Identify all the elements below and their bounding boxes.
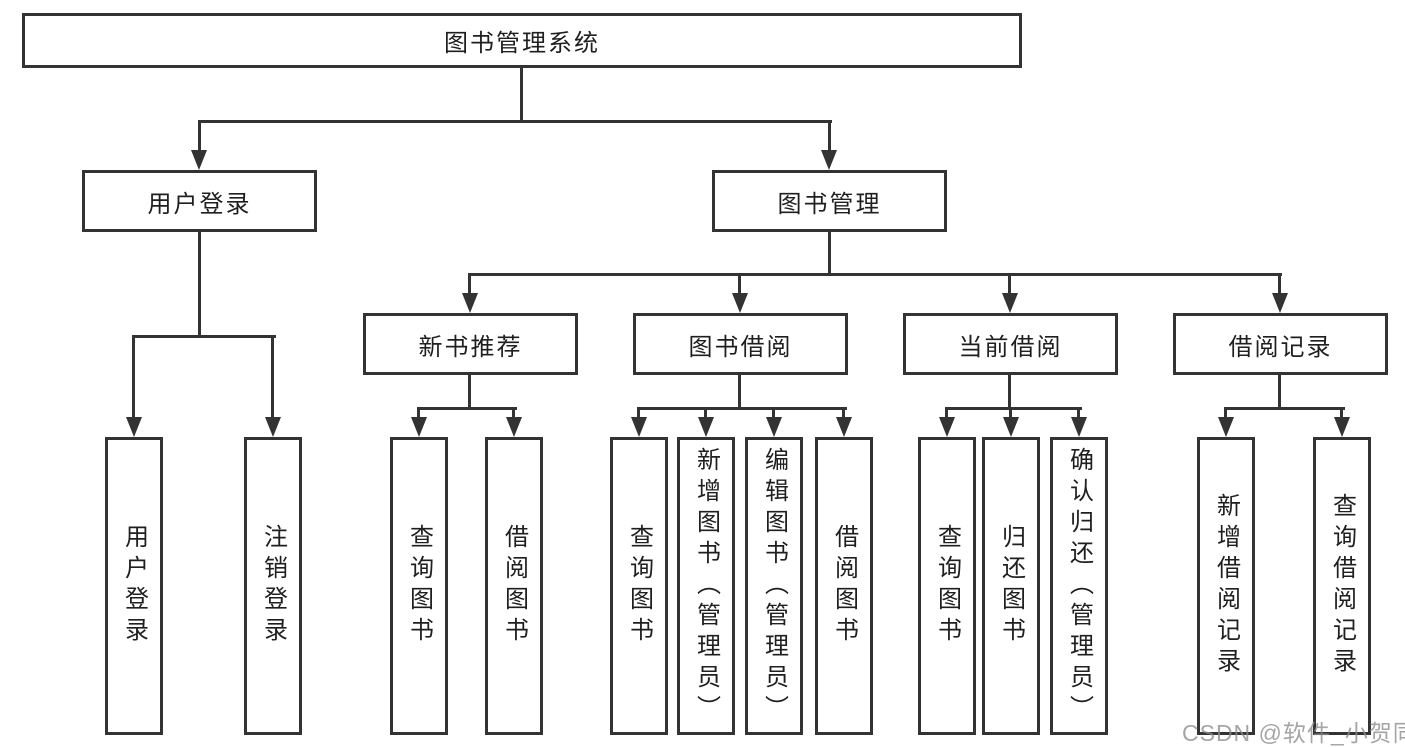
arrow-down-icon	[766, 417, 782, 437]
arrow-down-icon	[1071, 417, 1087, 437]
connector-book-borrow-hline	[637, 407, 847, 410]
arrow-down-icon	[1272, 293, 1288, 313]
node-label: 查询借阅记录	[1328, 493, 1356, 679]
connector-stub-leaf	[704, 407, 707, 421]
connector-book-management-hline	[468, 273, 1282, 276]
node-label: 借阅记录	[1228, 333, 1333, 361]
node-label: 新增图书（管理员）	[692, 446, 720, 726]
connector-stub-new-book	[468, 273, 471, 295]
arrow-down-icon	[836, 417, 852, 437]
csdn-watermark: CSDN @软件_小贺同学	[1182, 720, 1405, 746]
connector-stub-leaf	[512, 407, 515, 421]
leaf-borrow-book: 借阅图书	[485, 437, 543, 735]
node-new-book-recommend: 新书推荐	[363, 313, 578, 375]
connector-stub-leaf	[945, 407, 948, 421]
connector-stub-leaf	[1009, 407, 1012, 421]
node-label: 查询图书	[933, 524, 961, 648]
connector-stub-user-login	[198, 120, 201, 155]
node-book-management: 图书管理	[712, 170, 947, 232]
connector-book-management-vline	[828, 232, 831, 273]
node-label: 编辑图书（管理员）	[760, 446, 788, 726]
arrow-down-icon	[821, 150, 837, 170]
connector-stub-leaf	[637, 407, 640, 421]
arrow-down-icon	[698, 417, 714, 437]
leaf-query-book: 查询图书	[918, 437, 976, 735]
arrow-down-icon	[126, 417, 142, 437]
node-label: 用户登录	[147, 190, 252, 218]
connector-user-login-vline	[198, 232, 201, 335]
node-label: 新书推荐	[418, 333, 523, 361]
node-label: 确认归还（管理员）	[1065, 446, 1093, 726]
connector-stub-leaf	[271, 335, 274, 420]
node-library-management-system: 图书管理系统	[22, 13, 1022, 68]
connector-stub-leaf	[842, 407, 845, 421]
leaf-query-borrow-record: 查询借阅记录	[1313, 437, 1371, 735]
leaf-query-book: 查询图书	[390, 437, 448, 735]
arrow-down-icon	[265, 417, 281, 437]
arrow-down-icon	[732, 293, 748, 313]
arrow-down-icon	[1218, 417, 1234, 437]
arrow-down-icon	[1002, 293, 1018, 313]
node-borrow-records: 借阅记录	[1173, 313, 1388, 375]
node-label: 新增借阅记录	[1212, 493, 1240, 679]
connector-new-book-vline	[468, 375, 471, 407]
connector-user-login-hline	[132, 335, 276, 338]
node-label: 借阅图书	[500, 524, 528, 648]
node-current-borrow: 当前借阅	[903, 313, 1118, 375]
node-user-login: 用户登录	[82, 170, 317, 232]
connector-stub-leaf	[772, 407, 775, 421]
connector-stub-leaf	[1224, 407, 1227, 421]
connector-root-hline	[198, 120, 832, 123]
connector-stub-leaf	[1077, 407, 1080, 421]
connector-current-borrow-hline	[945, 407, 1082, 410]
connector-stub-book-borrow	[738, 273, 741, 295]
node-label: 归还图书	[997, 524, 1025, 648]
leaf-user-login: 用户登录	[105, 437, 163, 735]
connector-book-borrow-vline	[738, 375, 741, 407]
connector-borrow-records-vline	[1278, 375, 1281, 407]
node-label: 当前借阅	[958, 333, 1063, 361]
connector-stub-current-borrow	[1008, 273, 1011, 295]
arrow-down-icon	[506, 417, 522, 437]
leaf-add-borrow-record: 新增借阅记录	[1197, 437, 1255, 735]
connector-stub-borrow-records	[1278, 273, 1281, 295]
connector-borrow-records-hline	[1224, 407, 1345, 410]
connector-current-borrow-vline	[1008, 375, 1011, 407]
arrow-down-icon	[191, 150, 207, 170]
arrow-down-icon	[631, 417, 647, 437]
connector-stub-leaf	[1340, 407, 1343, 421]
node-label: 注销登录	[259, 524, 287, 648]
leaf-edit-book-admin: 编辑图书（管理员）	[745, 437, 803, 735]
connector-stub-leaf	[132, 335, 135, 420]
arrow-down-icon	[411, 417, 427, 437]
connector-stub-book-management	[828, 120, 831, 155]
node-label: 查询图书	[405, 524, 433, 648]
node-book-borrow: 图书借阅	[633, 313, 848, 375]
leaf-logout: 注销登录	[244, 437, 302, 735]
arrow-down-icon	[462, 293, 478, 313]
leaf-add-book-admin: 新增图书（管理员）	[677, 437, 735, 735]
node-label: 用户登录	[120, 524, 148, 648]
node-label: 图书管理	[777, 190, 882, 218]
node-label: 查询图书	[625, 524, 653, 648]
node-label: 借阅图书	[830, 524, 858, 648]
node-label: 图书管理系统	[444, 30, 600, 57]
node-label: 图书借阅	[688, 333, 793, 361]
leaf-confirm-return-admin: 确认归还（管理员）	[1050, 437, 1108, 735]
connector-root-vline	[520, 68, 523, 120]
leaf-return-book: 归还图书	[982, 437, 1040, 735]
leaf-borrow-book: 借阅图书	[815, 437, 873, 735]
leaf-query-book: 查询图书	[610, 437, 668, 735]
arrow-down-icon	[1003, 417, 1019, 437]
connector-stub-leaf	[417, 407, 420, 421]
connector-new-book-hline	[417, 407, 517, 410]
arrow-down-icon	[1334, 417, 1350, 437]
arrow-down-icon	[939, 417, 955, 437]
